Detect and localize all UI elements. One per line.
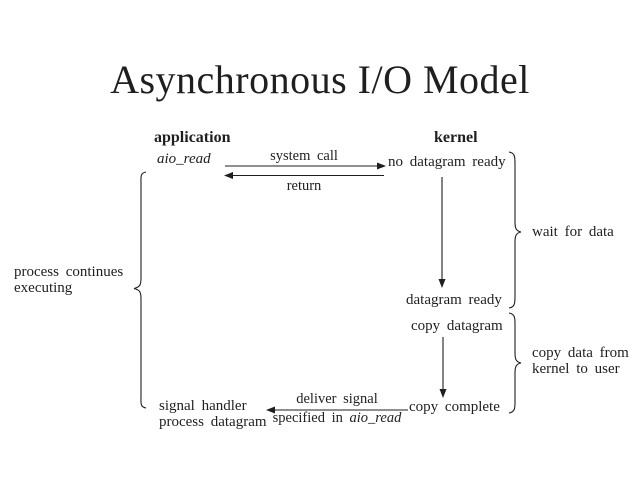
deliver-signal-arrow [266,406,408,414]
right-brace-wait-for-data [508,151,522,309]
copy-data-line2: kernel to user [532,361,620,377]
return-arrow [224,172,384,179]
deliver-signal-label-prefix: specified in [272,410,350,426]
copy-data-line1: copy data from [532,345,629,361]
system-call-arrow [225,162,386,170]
return-arrow-label: return [286,178,322,194]
copy-datagram-arrow [439,337,447,398]
datagram-ready-label: datagram ready [406,292,502,308]
aio-read-call-label: aio_read [157,151,211,167]
left-brace [133,171,147,409]
process-continues-line1: process continues [14,264,124,280]
wait-for-data-annotation: wait for data [532,224,614,240]
signal-handler-label: signal handler process datagram [159,398,267,430]
deliver-signal-arrow-label-line2: specified in aio_read [262,411,412,426]
column-header-application: application [154,129,231,146]
copy-data-annotation: copy data from kernel to user [532,345,629,377]
deliver-signal-arrow-label-line1: deliver signal [296,391,378,407]
signal-handler-line2: process datagram [159,414,267,430]
page-title: Asynchronous I/O Model [110,57,530,102]
column-header-kernel: kernel [434,129,478,146]
copy-datagram-label: copy datagram [411,318,503,334]
process-continues-annotation: process continues executing [14,264,123,296]
deliver-signal-label-func: aio_read [349,410,402,426]
wait-for-data-arrow [438,177,446,288]
right-brace-copy-data [508,312,522,414]
no-datagram-ready-label: no datagram ready [388,154,506,170]
signal-handler-line1: signal handler [159,398,247,414]
copy-complete-label: copy complete [409,399,500,415]
process-continues-line2: executing [14,280,73,296]
system-call-arrow-label: system call [270,148,338,164]
